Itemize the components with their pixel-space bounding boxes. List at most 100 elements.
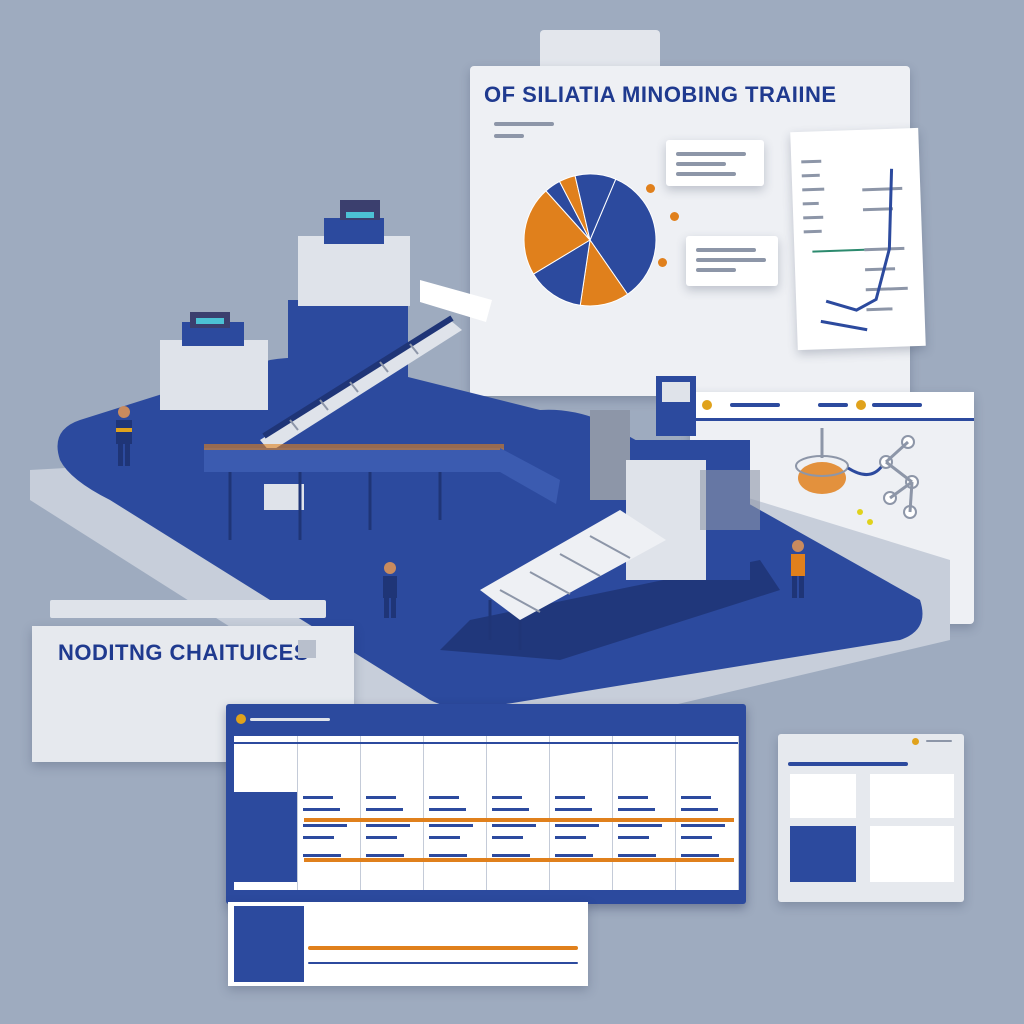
pie-slice <box>589 178 657 295</box>
text-line <box>696 268 736 272</box>
text-line <box>696 248 756 252</box>
table-sidebar <box>234 906 304 982</box>
text-line <box>696 258 766 262</box>
table-cell-line <box>366 808 403 811</box>
pie-slice <box>574 173 617 242</box>
callout-card <box>666 140 764 186</box>
status-dot <box>702 400 712 410</box>
table-cell-line <box>303 796 333 799</box>
title-underline <box>494 122 554 126</box>
pie-connector-dot <box>646 184 655 193</box>
table-cell-line <box>366 796 396 799</box>
table-cell-line <box>681 836 712 839</box>
table-header-cell <box>234 736 297 744</box>
table-cell-line <box>618 808 655 811</box>
status-dot <box>236 714 246 724</box>
table-cell-line <box>429 796 459 799</box>
table-cell-line <box>555 854 593 857</box>
machine-icon <box>590 376 760 580</box>
table-cell-line <box>618 824 662 827</box>
table-cell-line <box>429 808 466 811</box>
pie-chart-icon <box>523 173 657 307</box>
mini-window <box>778 734 964 902</box>
table-cell-line <box>429 824 473 827</box>
pie-slices <box>523 173 657 307</box>
header-label <box>818 403 848 407</box>
table-cell-line <box>555 808 592 811</box>
pie-connector-dot <box>670 212 679 221</box>
robot-arm-icon <box>795 428 919 525</box>
table-cell-line <box>366 824 410 827</box>
table-cell-line <box>681 824 725 827</box>
info-card <box>870 826 954 882</box>
table-column <box>423 736 487 890</box>
worker-icon <box>791 540 805 598</box>
table-column <box>297 736 361 890</box>
table-cell-line <box>492 824 536 827</box>
banner-title: NODITNG CHAITUICES <box>58 640 309 665</box>
table-cell-line <box>303 854 341 857</box>
conveyor-icon <box>480 510 666 650</box>
table-cell-line <box>429 836 460 839</box>
table-cell-line <box>618 836 649 839</box>
conveyor-icon <box>204 444 560 540</box>
machine-icon <box>160 312 268 460</box>
table-column <box>234 736 298 890</box>
table-column <box>486 736 550 890</box>
status-dot <box>856 400 866 410</box>
info-card <box>870 774 954 818</box>
table-header-cell <box>360 736 423 744</box>
pie-connector-dot <box>658 258 667 267</box>
document-icon <box>790 127 926 351</box>
table-cell-line <box>492 808 529 811</box>
table-header-cell <box>549 736 612 744</box>
panel-label <box>250 718 330 721</box>
table-cell-line <box>303 836 334 839</box>
table-cell-line <box>618 854 656 857</box>
data-table <box>234 736 739 890</box>
window-divider <box>788 762 908 766</box>
pie-slice <box>532 239 591 306</box>
table-cell-line <box>555 824 599 827</box>
table-header-cell <box>297 736 360 744</box>
table-cell-line <box>492 796 522 799</box>
table-cell-line <box>303 824 347 827</box>
table-row-highlight <box>304 818 734 822</box>
table-column <box>612 736 676 890</box>
worker-icon <box>383 562 397 618</box>
table-cell-line <box>555 836 586 839</box>
row-highlight <box>308 946 578 950</box>
info-card <box>790 826 856 882</box>
pie-slice <box>523 190 591 275</box>
table-panel <box>226 704 746 904</box>
table-cell-line <box>303 808 340 811</box>
table-header-cell <box>423 736 486 744</box>
table-cell-line <box>492 854 530 857</box>
callout-card <box>686 236 778 286</box>
text-line <box>676 162 726 166</box>
text-line <box>676 172 736 176</box>
window-label <box>926 740 952 742</box>
table-header-cell <box>675 736 738 744</box>
table-column <box>549 736 613 890</box>
board-title: OF SILIATIA MINOBING TRAIINE <box>484 82 837 107</box>
text-line <box>676 152 746 156</box>
table-column <box>360 736 424 890</box>
title-underline-2 <box>494 134 524 138</box>
table-cell-line <box>366 854 404 857</box>
table-cell-line <box>492 836 523 839</box>
row-line <box>308 962 578 964</box>
table-cell-line <box>555 796 585 799</box>
table-sidebar <box>234 792 297 882</box>
status-dot <box>912 738 919 745</box>
table-cell-line <box>429 854 467 857</box>
header-label <box>730 403 780 407</box>
table-cell-line <box>618 796 648 799</box>
banner-square <box>298 640 316 658</box>
process-panel-header <box>690 392 974 421</box>
banner-tab <box>50 600 326 618</box>
conveyor-icon <box>260 280 492 452</box>
header-label <box>872 403 922 407</box>
table-header-cell <box>612 736 675 744</box>
